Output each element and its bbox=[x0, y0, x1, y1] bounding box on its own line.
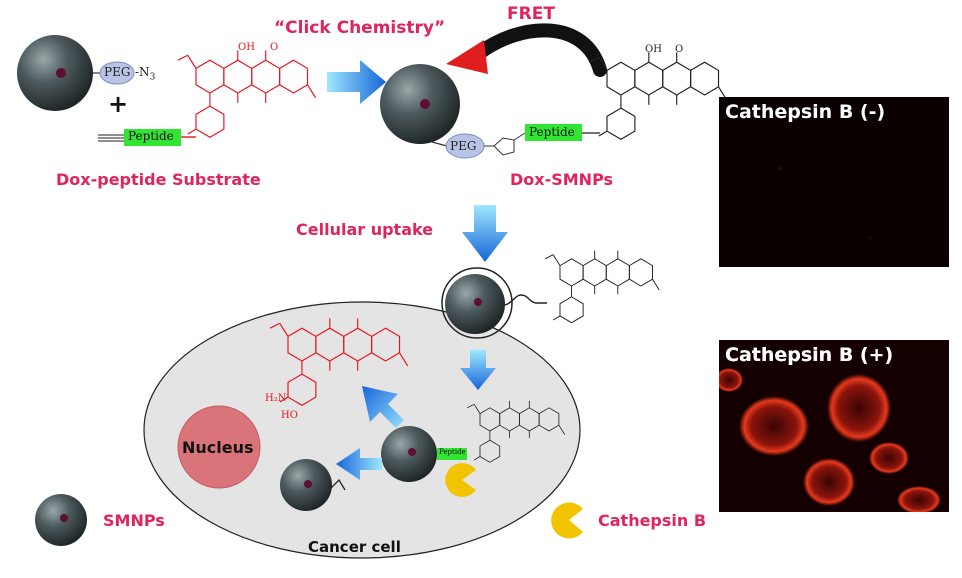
dox-structure-product bbox=[588, 51, 728, 140]
dox-peptide-substrate-label: Dox-peptide Substrate bbox=[56, 170, 261, 189]
cathepsin-b-legend-label: Cathepsin B bbox=[598, 511, 707, 530]
peptide-label-cleavage: Peptide bbox=[439, 448, 466, 456]
dox-oh-label-1: OH bbox=[238, 42, 255, 53]
dox-o-label-1: O bbox=[270, 42, 279, 53]
dox-oh-label-2: OH bbox=[645, 44, 662, 55]
peptide-label-product: Peptide bbox=[529, 125, 575, 139]
smnp-core-dot bbox=[56, 68, 66, 78]
endosome-ring bbox=[441, 267, 513, 339]
smnp-reactant-sphere bbox=[17, 35, 93, 111]
dox-amine-label: H₂N bbox=[265, 393, 287, 404]
separation-arrow bbox=[336, 448, 382, 480]
fret-arrowhead bbox=[446, 40, 488, 74]
dox-o-label-2: O bbox=[675, 44, 684, 55]
panel-negative-title: Cathepsin B (-) bbox=[725, 101, 886, 123]
release-arrow bbox=[362, 386, 404, 434]
click-arrow bbox=[327, 60, 386, 104]
peg-label-product: PEG bbox=[450, 139, 477, 153]
cathepsin-pacman-cell bbox=[445, 463, 476, 497]
panel-cathepsin-positive: Cathepsin B (+) Cathepsin B (+) bbox=[719, 340, 949, 512]
peg-label-reactant: PEG bbox=[104, 65, 131, 79]
cleavage-arrow bbox=[460, 350, 496, 390]
smnps-legend-label: SMNPs bbox=[103, 511, 165, 530]
dox-smnps-label: Dox-SMNPs bbox=[510, 170, 614, 189]
uptake-arrow bbox=[462, 205, 508, 262]
triazole-ring bbox=[493, 137, 515, 156]
panel-positive-title-overlay: Cathepsin B (+) bbox=[725, 344, 894, 366]
peptide-box-substrate bbox=[124, 129, 181, 146]
nucleus-label: Nucleus bbox=[182, 438, 254, 457]
panel-cathepsin-negative: Cathepsin B (-) bbox=[719, 97, 949, 267]
legend-cathepsin-pacman bbox=[551, 502, 583, 539]
peptide-box-product bbox=[525, 124, 582, 141]
click-chemistry-label: “Click Chemistry” bbox=[274, 18, 446, 38]
peptide-label-substrate: Peptide bbox=[128, 129, 174, 143]
fret-arc bbox=[471, 23, 607, 77]
cancer-cell-label: Cancer cell bbox=[308, 538, 401, 556]
plus-sign: + bbox=[108, 90, 129, 118]
nucleus-shape bbox=[177, 405, 261, 489]
peg-ellipse-reactant bbox=[99, 61, 135, 85]
dox-structure-substrate bbox=[177, 49, 317, 138]
azide-label: -N3 bbox=[135, 65, 156, 83]
peptide-box-cleavage bbox=[437, 448, 467, 460]
fluorescent-cells-image bbox=[719, 368, 941, 512]
cellular-uptake-label: Cellular uptake bbox=[296, 220, 434, 239]
dox-ho-label: HO bbox=[281, 410, 298, 421]
fret-label: FRET bbox=[507, 4, 555, 24]
dox-structure-internalized bbox=[544, 250, 660, 324]
panel-positive-title: Cathepsin B (+) bbox=[725, 344, 894, 366]
